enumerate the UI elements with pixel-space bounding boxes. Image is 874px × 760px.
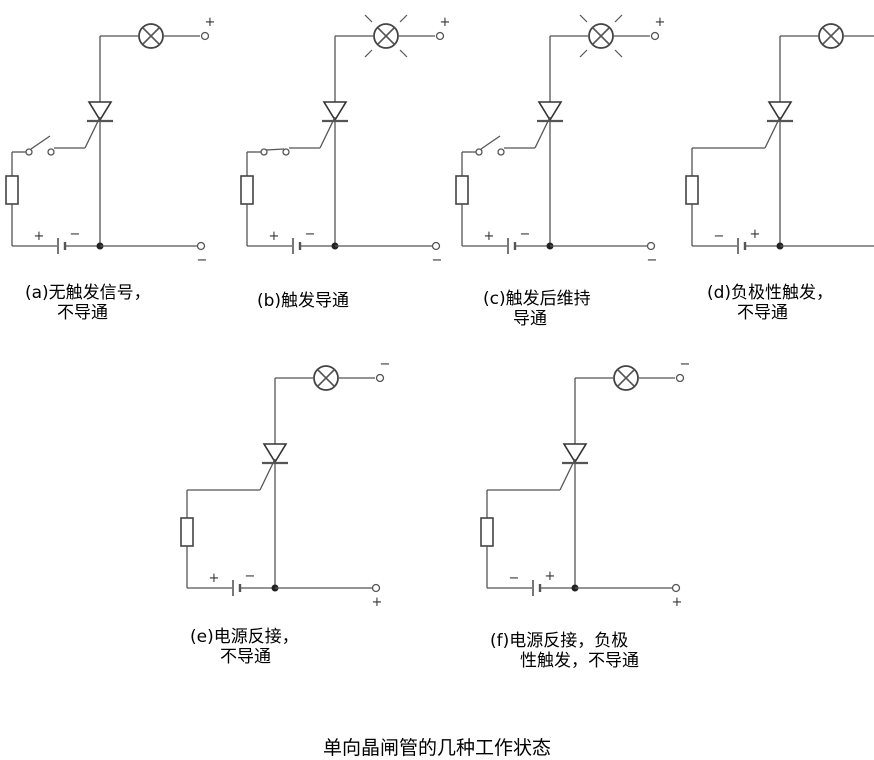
- resistor: [5, 175, 19, 205]
- bottom-terminal-sign: −: [432, 253, 443, 268]
- lamp-glow-ray: [614, 49, 623, 58]
- caption-e: (e)电源反接，不导通: [190, 627, 299, 667]
- switch-contact: [25, 148, 33, 156]
- lamp-glow-ray: [579, 49, 588, 58]
- bottom-terminal-sign: −: [197, 253, 208, 268]
- bottom-terminal-sign: −: [647, 253, 658, 268]
- lamp-glow-ray: [399, 49, 408, 58]
- lamp-terminal-sign: +: [655, 15, 666, 30]
- bottom-terminal: [196, 241, 206, 251]
- battery-sign-left: +: [484, 229, 495, 244]
- battery-sign-right: +: [750, 227, 761, 242]
- battery-sign-right: −: [245, 569, 256, 584]
- battery-sign-right: +: [545, 569, 556, 584]
- caption-line: 不导通: [57, 303, 108, 323]
- lamp-terminal-sign: −: [680, 357, 691, 372]
- circuit-d: +−+−: [685, 23, 874, 254]
- resistor: [240, 175, 254, 205]
- resistor: [685, 175, 699, 205]
- switch-blade: [30, 135, 51, 150]
- battery-sign-left: +: [34, 229, 45, 244]
- resistor: [455, 175, 469, 205]
- bottom-terminal-sign: +: [672, 595, 683, 610]
- caption-line: 导通: [513, 309, 547, 329]
- resistor: [180, 517, 194, 547]
- battery-sign-left: +: [209, 571, 220, 586]
- switch-blade: [265, 148, 285, 151]
- lamp-terminal: [650, 31, 660, 41]
- lamp-terminal: [200, 31, 210, 41]
- bottom-terminal-sign: +: [372, 595, 383, 610]
- lamp-cross: [376, 26, 396, 46]
- lamp-terminal: [675, 373, 685, 383]
- diagram-title: 单向晶闸管的几种工作状态: [322, 737, 551, 759]
- lamp-cross: [316, 368, 336, 388]
- gate-lead: [764, 116, 781, 149]
- battery-sign-left: +: [269, 229, 280, 244]
- lamp-cross: [821, 26, 841, 46]
- switch-contact: [497, 148, 505, 156]
- caption-line: (c)触发后维持: [483, 289, 591, 309]
- switch-contact: [282, 148, 290, 156]
- lamp-glow-ray: [399, 14, 408, 23]
- gate-lead: [84, 116, 101, 149]
- lamp-glow-ray: [614, 14, 623, 23]
- gate-lead: [559, 458, 576, 491]
- lamp-cross: [141, 26, 161, 46]
- caption-line: 不导通: [737, 303, 788, 323]
- switch-contact: [475, 148, 483, 156]
- thyristor-triangle: [87, 101, 113, 122]
- lamp-terminal: [435, 31, 445, 41]
- caption-a: (a)无触发信号，不导通: [25, 283, 151, 323]
- lamp-glow-ray: [364, 49, 373, 58]
- lamp-glow-ray: [364, 14, 373, 23]
- caption-line: (a)无触发信号，: [25, 283, 151, 303]
- thyristor-triangle: [322, 101, 348, 122]
- switch-contact: [47, 148, 55, 156]
- caption-f: (f)电源反接，负极性触发，不导通: [490, 631, 639, 671]
- switch-blade: [480, 135, 501, 150]
- caption-line: 性触发，不导通: [520, 651, 639, 671]
- gate-lead: [319, 116, 336, 149]
- bottom-terminal: [431, 241, 441, 251]
- caption-line: 不导通: [220, 647, 271, 667]
- gate-lead: [259, 458, 276, 491]
- lamp-terminal-sign: +: [440, 15, 451, 30]
- caption-c: (c)触发后维持导通: [483, 289, 591, 329]
- lamp-cross: [616, 368, 636, 388]
- thyristor-triangle: [537, 101, 563, 122]
- battery-sign-left: −: [714, 229, 725, 244]
- circuit-b: + + − −: [240, 14, 451, 268]
- lamp-cross: [591, 26, 611, 46]
- caption-line: (b)触发导通: [257, 291, 350, 311]
- thyristor-triangle: [767, 101, 793, 122]
- battery-sign-right: −: [305, 227, 316, 242]
- lamp-terminal-sign: +: [205, 15, 216, 30]
- caption-line: (f)电源反接，负极: [490, 631, 629, 651]
- bottom-terminal: [671, 583, 681, 593]
- lamp-glow-ray: [579, 14, 588, 23]
- lamp-terminal: [375, 373, 385, 383]
- caption-line: (e)电源反接，: [190, 627, 299, 647]
- circuit-c: + + − −: [455, 14, 666, 268]
- battery-sign-right: −: [520, 227, 531, 242]
- caption-b: (b)触发导通: [257, 291, 349, 311]
- circuit-a: + + − −: [5, 15, 216, 268]
- thyristor-triangle: [262, 443, 288, 464]
- bottom-terminal: [646, 241, 656, 251]
- caption-line: (d)负极性触发，: [707, 283, 834, 303]
- battery-sign-right: −: [70, 227, 81, 242]
- resistor: [480, 517, 494, 547]
- thyristor-triangle: [562, 443, 588, 464]
- circuit-e: − + − +: [180, 357, 391, 610]
- gate-lead: [534, 116, 551, 149]
- lamp-terminal-sign: −: [380, 357, 391, 372]
- caption-d: (d)负极性触发，不导通: [707, 283, 833, 323]
- battery-sign-left: −: [509, 571, 520, 586]
- circuit-f: − − + +: [480, 357, 691, 610]
- bottom-terminal: [371, 583, 381, 593]
